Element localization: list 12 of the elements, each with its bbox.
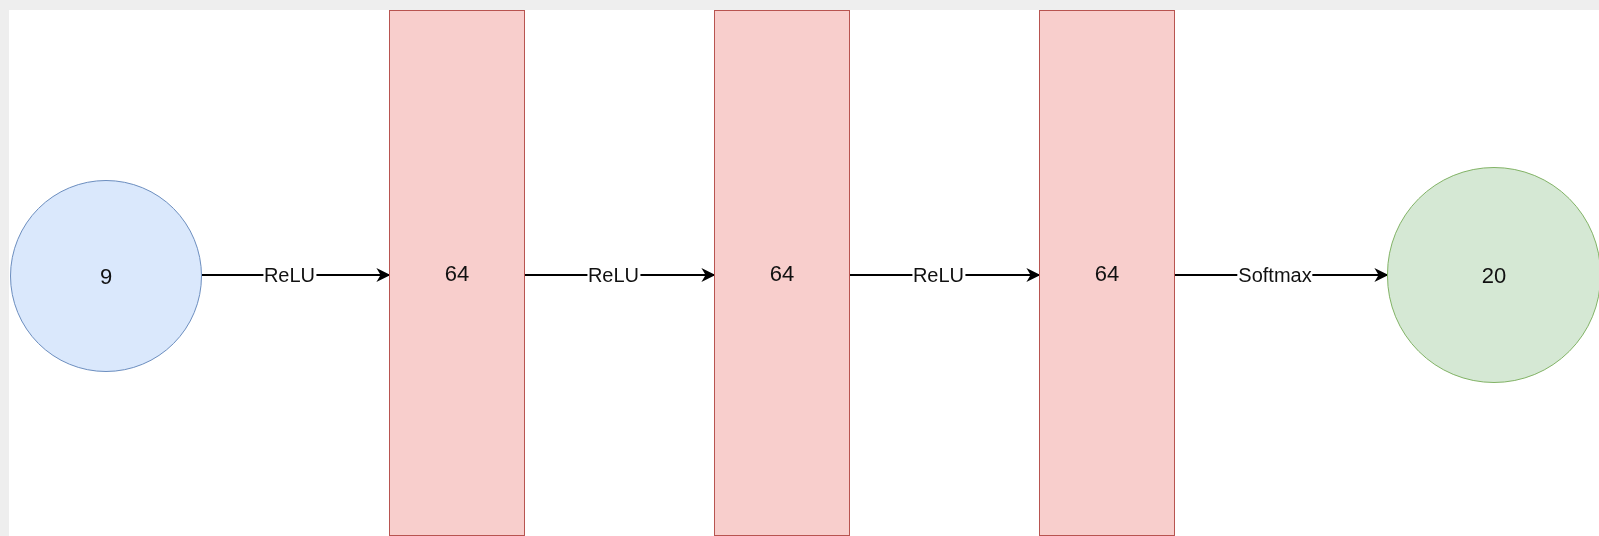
node-label: 9 xyxy=(99,262,113,291)
edge-label: Softmax xyxy=(1237,265,1313,285)
layer-box xyxy=(389,10,525,536)
node-label: 20 xyxy=(1481,261,1507,290)
layer-box xyxy=(1039,10,1175,536)
node-label: 64 xyxy=(769,259,795,288)
edge-label: ReLU xyxy=(586,265,641,285)
edge-label: ReLU xyxy=(911,265,966,285)
node-label: 64 xyxy=(1094,259,1120,288)
layer-box xyxy=(714,10,850,536)
node-label: 64 xyxy=(444,259,470,288)
edge-label: ReLU xyxy=(262,265,317,285)
